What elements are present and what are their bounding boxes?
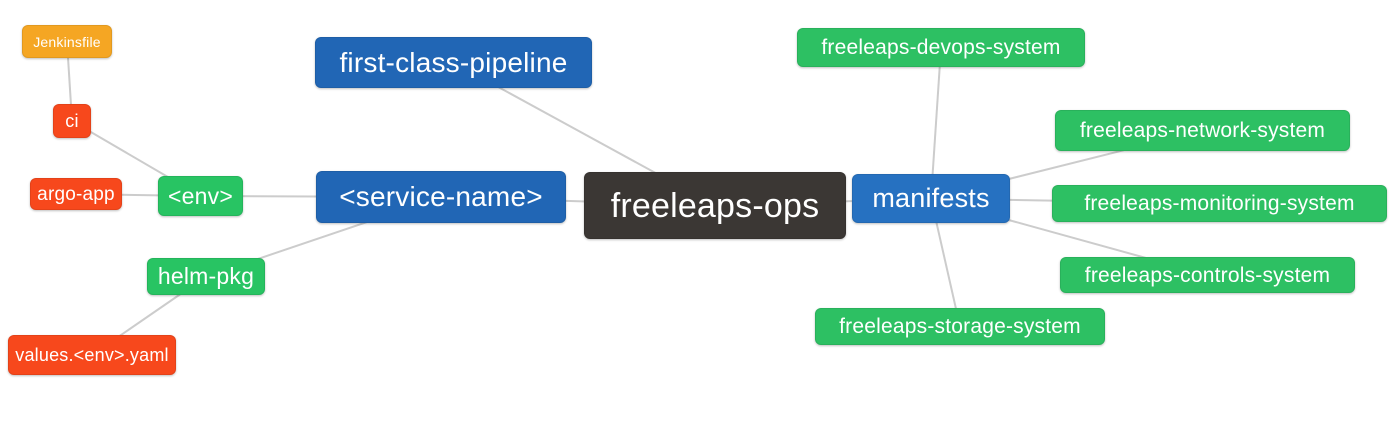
node-freeleaps-devops-system[interactable]: freeleaps-devops-system — [797, 28, 1085, 67]
node-freeleaps-storage-system[interactable]: freeleaps-storage-system — [815, 308, 1105, 345]
node-freeleaps-ops[interactable]: freeleaps-ops — [584, 172, 846, 239]
node-env[interactable]: <env> — [158, 176, 243, 216]
node-service-name[interactable]: <service-name> — [316, 171, 566, 223]
edge-manifests-freeleaps-devops-system — [930, 47, 942, 199]
node-jenkinsfile[interactable]: Jenkinsfile — [22, 25, 112, 58]
node-argo-app[interactable]: argo-app — [30, 178, 122, 210]
node-helm-pkg[interactable]: helm-pkg — [147, 258, 265, 295]
node-ci[interactable]: ci — [53, 104, 91, 138]
node-manifests[interactable]: manifests — [852, 174, 1010, 223]
node-first-class-pipeline[interactable]: first-class-pipeline — [315, 37, 592, 88]
node-freeleaps-controls-system[interactable]: freeleaps-controls-system — [1060, 257, 1355, 293]
node-freeleaps-monitoring-system[interactable]: freeleaps-monitoring-system — [1052, 185, 1387, 222]
node-freeleaps-network-system[interactable]: freeleaps-network-system — [1055, 110, 1350, 151]
node-values-env-yaml[interactable]: values.<env>.yaml — [8, 335, 176, 375]
